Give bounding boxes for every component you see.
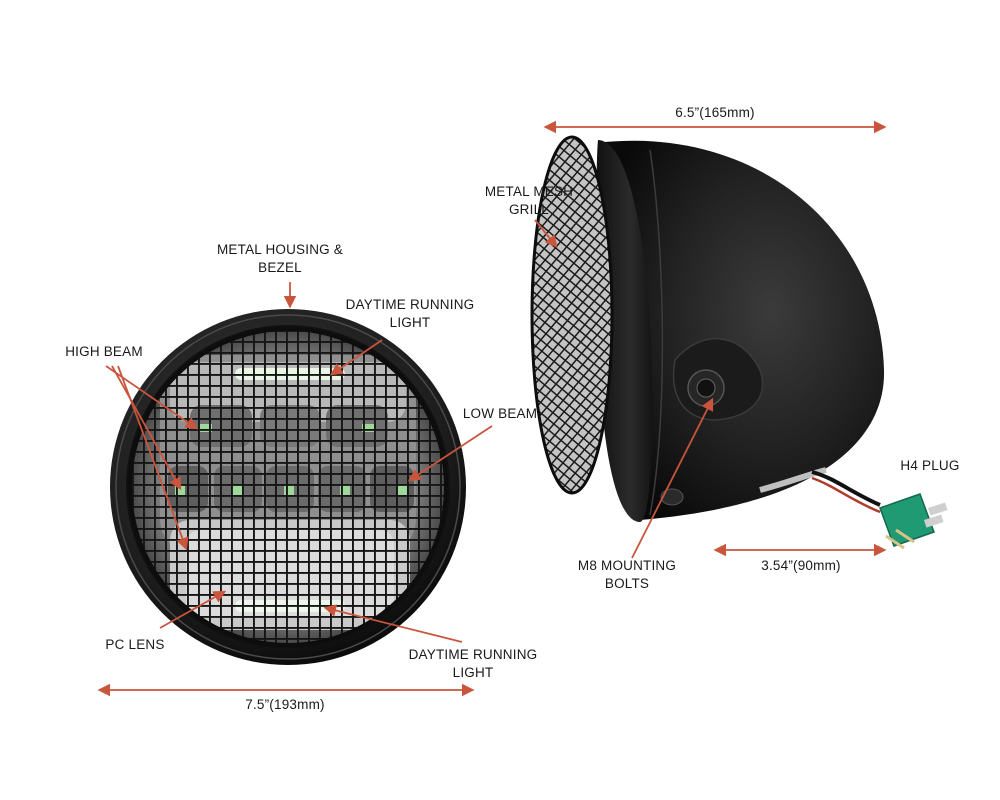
label-low-beam: LOW BEAM <box>462 406 538 421</box>
annotation-arrows <box>97 120 887 697</box>
mesh-grill-pointer <box>534 219 558 248</box>
label-metal-mesh-grill: METAL MESH GRILL <box>484 184 574 217</box>
drl-top-pointer <box>329 339 383 376</box>
drl-bottom-pointer <box>323 604 463 643</box>
mounting-bolts-pointer <box>631 397 714 559</box>
label-h4-plug: H4 PLUG <box>900 458 960 473</box>
high-beam-pointer-2 <box>111 365 182 491</box>
label-daytime-running-light-bottom: DAYTIME RUNNING LIGHT <box>408 647 538 680</box>
pc-lens-pointer <box>159 590 227 629</box>
front-headlight <box>110 309 466 665</box>
label-metal-housing-bezel: METAL HOUSING & BEZEL <box>216 242 344 275</box>
label-m8-mounting-bolts: M8 MOUNTING BOLTS <box>577 558 677 591</box>
label-daytime-running-light-top: DAYTIME RUNNING LIGHT <box>345 297 475 330</box>
dimension-side-depth: 3.54”(90mm) <box>761 558 841 573</box>
high-beam-pointer-3 <box>117 365 189 551</box>
side-headlight <box>530 135 885 522</box>
label-pc-lens: PC LENS <box>105 637 165 652</box>
dimension-side-width: 6.5”(165mm) <box>675 105 755 120</box>
low-beam-pointer <box>407 425 493 482</box>
h4-plug-assembly <box>811 470 948 550</box>
dimension-front-width: 7.5”(193mm) <box>245 697 325 712</box>
label-high-beam: HIGH BEAM <box>65 344 143 359</box>
